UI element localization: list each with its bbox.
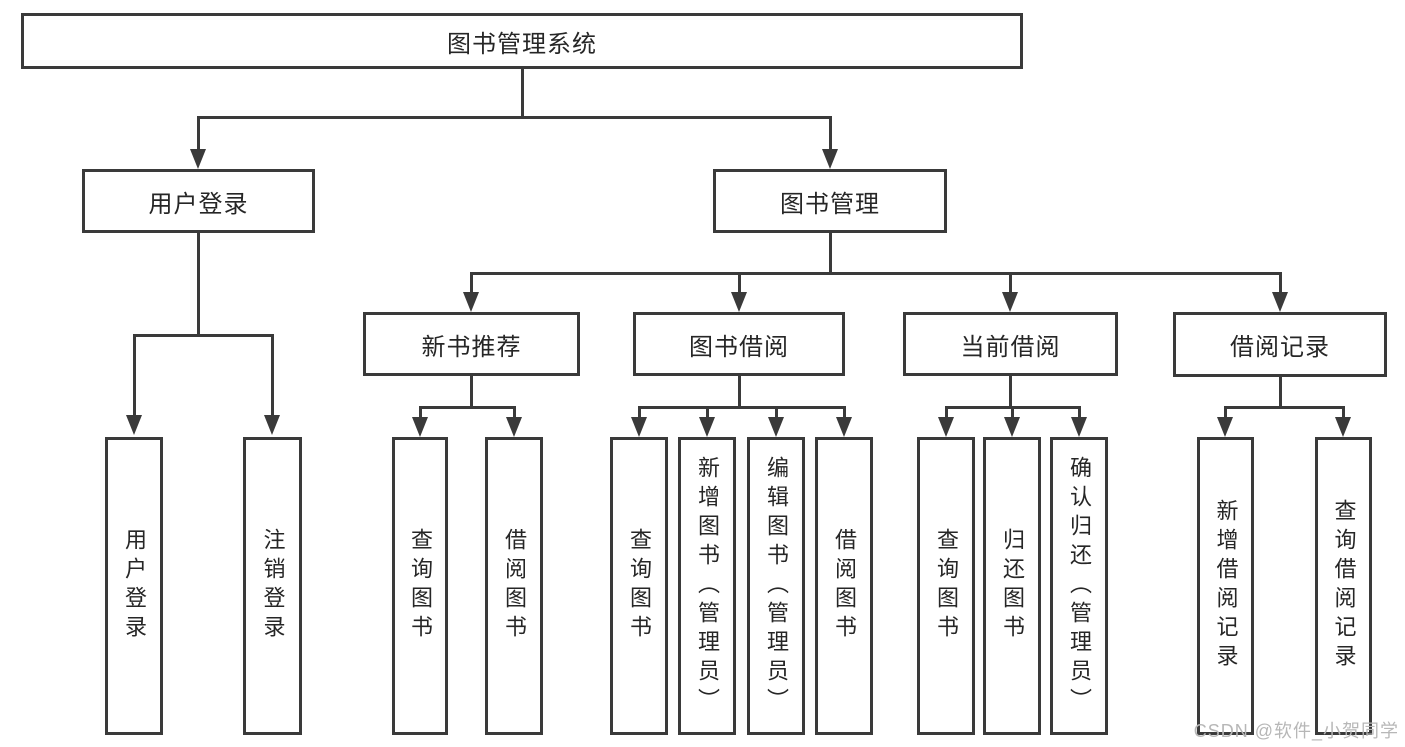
node-new-book-recommend-label: 新书推荐	[421, 333, 522, 361]
node-leaf-bb-edit-book: 编辑图书（管理员）	[747, 437, 805, 735]
connector-line	[133, 334, 274, 337]
arrow-down-icon	[506, 417, 522, 437]
node-leaf-cb-confirm-return: 确认归还（管理员）	[1050, 437, 1108, 735]
connector-line	[1009, 272, 1012, 293]
arrow-down-icon	[1335, 417, 1351, 437]
connector-line	[843, 406, 846, 419]
connector-line	[197, 116, 200, 150]
connector-line	[197, 116, 832, 119]
node-leaf-cb-confirm-return-label: 确认归还（管理员）	[1067, 455, 1092, 717]
connector-line	[419, 406, 422, 419]
arrow-down-icon	[463, 292, 479, 312]
node-leaf-br-add-record-label: 新增借阅记录	[1213, 499, 1239, 673]
connector-line	[738, 272, 741, 293]
node-borrow-record: 借阅记录	[1173, 312, 1387, 377]
arrow-down-icon	[126, 415, 142, 435]
arrow-down-icon	[699, 417, 715, 437]
connector-line	[706, 406, 709, 419]
connector-line	[945, 406, 948, 419]
node-book-management: 图书管理	[713, 169, 947, 233]
node-leaf-user-login: 用户登录	[105, 437, 163, 735]
connector-line	[1009, 375, 1012, 408]
node-book-management-label: 图书管理	[780, 190, 880, 218]
node-leaf-rec-borrow-book: 借阅图书	[485, 437, 543, 735]
csdn-watermark: CSDN @软件_小贺同学	[1193, 721, 1399, 741]
node-book-borrow: 图书借阅	[633, 312, 845, 376]
connector-line	[1078, 406, 1081, 419]
connector-line	[1342, 406, 1345, 419]
connector-line	[1224, 406, 1227, 419]
node-leaf-bb-edit-book-label: 编辑图书（管理员）	[764, 455, 789, 717]
arrow-down-icon	[768, 417, 784, 437]
node-root-label: 图书管理系统	[447, 30, 597, 58]
arrow-down-icon	[631, 417, 647, 437]
node-leaf-br-add-record: 新增借阅记录	[1197, 437, 1254, 735]
node-user-login: 用户登录	[82, 169, 315, 233]
connector-line	[271, 334, 274, 416]
connector-line	[470, 375, 473, 408]
arrow-down-icon	[264, 415, 280, 435]
connector-line	[1224, 406, 1344, 409]
node-leaf-bb-add-book: 新增图书（管理员）	[678, 437, 736, 735]
connector-line	[1279, 272, 1282, 293]
connector-line	[470, 272, 1281, 275]
arrow-down-icon	[836, 417, 852, 437]
node-user-login-label: 用户登录	[148, 190, 249, 218]
node-new-book-recommend: 新书推荐	[363, 312, 580, 376]
node-leaf-cb-return-book-label: 归还图书	[1000, 528, 1025, 644]
node-leaf-logout-label: 注销登录	[260, 528, 286, 644]
node-leaf-rec-query-book-label: 查询图书	[408, 528, 433, 644]
arrow-down-icon	[731, 292, 747, 312]
connector-line	[521, 67, 524, 118]
node-leaf-br-query-record-label: 查询借阅记录	[1331, 499, 1357, 673]
connector-line	[419, 406, 515, 409]
node-leaf-bb-query-book-label: 查询图书	[627, 528, 652, 644]
arrow-down-icon	[412, 417, 428, 437]
node-leaf-cb-query-book: 查询图书	[917, 437, 975, 735]
arrow-down-icon	[938, 417, 954, 437]
node-leaf-br-query-record: 查询借阅记录	[1315, 437, 1372, 735]
node-book-borrow-label: 图书借阅	[689, 333, 789, 361]
arrow-down-icon	[1272, 292, 1288, 312]
connector-line	[829, 232, 832, 275]
connector-line	[775, 406, 778, 419]
node-leaf-bb-add-book-label: 新增图书（管理员）	[695, 455, 720, 717]
arrow-down-icon	[1217, 417, 1233, 437]
connector-line	[829, 116, 832, 150]
node-current-borrow: 当前借阅	[903, 312, 1118, 376]
connector-line	[470, 272, 473, 293]
connector-line	[513, 406, 516, 419]
node-root: 图书管理系统	[21, 13, 1023, 69]
connector-line	[1279, 376, 1282, 408]
node-leaf-cb-query-book-label: 查询图书	[934, 528, 959, 644]
node-leaf-rec-query-book: 查询图书	[392, 437, 448, 735]
connector-line	[638, 406, 641, 419]
arrow-down-icon	[822, 149, 838, 169]
connector-line	[738, 375, 741, 408]
node-borrow-record-label: 借阅记录	[1230, 334, 1330, 361]
arrow-down-icon	[190, 149, 206, 169]
node-leaf-bb-borrow-book: 借阅图书	[815, 437, 873, 735]
arrow-down-icon	[1071, 417, 1087, 437]
node-leaf-cb-return-book: 归还图书	[983, 437, 1041, 735]
node-leaf-bb-query-book: 查询图书	[610, 437, 668, 735]
node-leaf-user-login-label: 用户登录	[122, 528, 147, 644]
node-leaf-bb-borrow-book-label: 借阅图书	[832, 528, 857, 644]
node-leaf-logout: 注销登录	[243, 437, 302, 735]
arrow-down-icon	[1002, 292, 1018, 312]
node-current-borrow-label: 当前借阅	[960, 333, 1061, 361]
connector-line	[197, 232, 200, 336]
arrow-down-icon	[1004, 417, 1020, 437]
connector-line	[1011, 406, 1014, 419]
connector-line	[638, 406, 845, 409]
node-leaf-rec-borrow-book-label: 借阅图书	[502, 528, 527, 644]
connector-line	[133, 334, 136, 416]
